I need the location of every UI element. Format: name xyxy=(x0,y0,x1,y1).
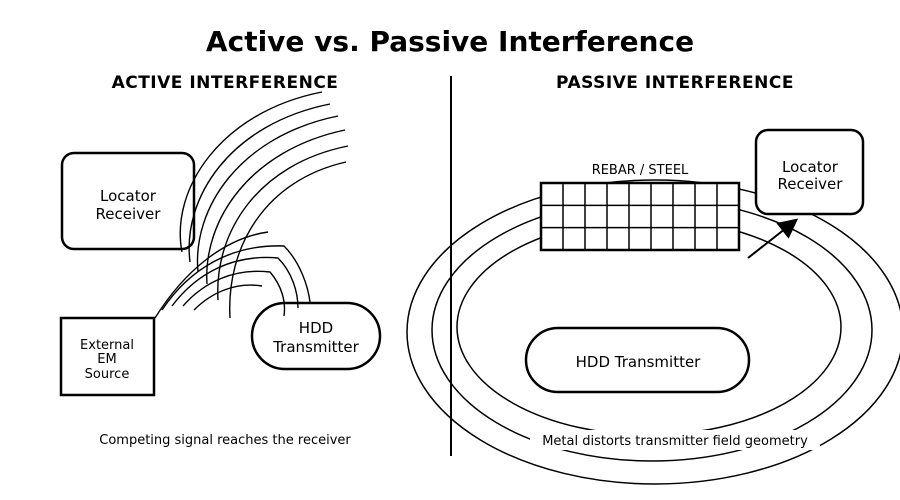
external-source-line2: EM xyxy=(97,352,116,367)
wave-arc xyxy=(217,145,349,301)
active-transmitter-line2: Transmitter xyxy=(272,338,359,356)
field-ellipse xyxy=(406,179,900,485)
wave-arc xyxy=(196,115,339,273)
active-locator-receiver: Locator Receiver xyxy=(60,151,196,251)
passive-receiver-box xyxy=(754,128,865,216)
passive-caption-backing xyxy=(530,430,820,450)
passive-interference-panel: PASSIVE INTERFERENCE REBAR / STEEL Locat… xyxy=(406,73,900,485)
active-receiver-line1: Locator xyxy=(100,187,157,205)
wave-arc xyxy=(188,103,331,263)
active-wave-arcs-upper xyxy=(179,91,349,319)
source-wave-arc xyxy=(182,270,286,317)
rebar-outline xyxy=(539,181,741,252)
passive-receiver-line1: Locator xyxy=(782,158,839,176)
active-transmitter-pill xyxy=(250,301,382,371)
external-source-line1: External xyxy=(80,338,134,353)
source-wave-arc xyxy=(171,256,299,309)
active-transmitter-line1: HDD xyxy=(299,319,333,337)
active-wave-arcs-source xyxy=(154,231,311,319)
wave-arc xyxy=(179,91,323,253)
external-em-source: External EM Source xyxy=(59,316,156,397)
active-interference-panel: ACTIVE INTERFERENCE Locator Receiver xyxy=(59,73,382,448)
diagram-title: Active vs. Passive Interference xyxy=(206,25,694,58)
passive-transmitter-label: HDD Transmitter xyxy=(576,353,702,371)
rebar-steel-grid: REBAR / STEEL xyxy=(539,163,741,252)
wave-arc xyxy=(206,129,346,285)
rebar-label: REBAR / STEEL xyxy=(592,163,689,178)
passive-receiver-line2: Receiver xyxy=(778,175,844,193)
source-wave-arc xyxy=(154,231,269,319)
external-source-box xyxy=(59,316,156,397)
passive-caption: Metal distorts transmitter field geometr… xyxy=(542,434,808,449)
active-caption: Competing signal reaches the receiver xyxy=(99,433,351,448)
wave-arc xyxy=(229,161,347,319)
active-receiver-box xyxy=(60,151,196,251)
source-wave-arc xyxy=(161,245,311,311)
source-wave-arc xyxy=(193,284,263,311)
active-hdd-transmitter: HDD Transmitter xyxy=(250,301,382,371)
external-source-line3: Source xyxy=(85,367,130,382)
passive-locator-receiver: Locator Receiver xyxy=(754,128,865,216)
rebar-bars xyxy=(541,183,739,250)
passive-hdd-transmitter: HDD Transmitter xyxy=(524,326,751,394)
distorted-field-arrow xyxy=(747,218,799,259)
active-receiver-line2: Receiver xyxy=(96,205,162,223)
passive-transmitter-pill xyxy=(524,326,751,394)
passive-heading: PASSIVE INTERFERENCE xyxy=(556,73,794,93)
active-heading: ACTIVE INTERFERENCE xyxy=(112,73,339,93)
